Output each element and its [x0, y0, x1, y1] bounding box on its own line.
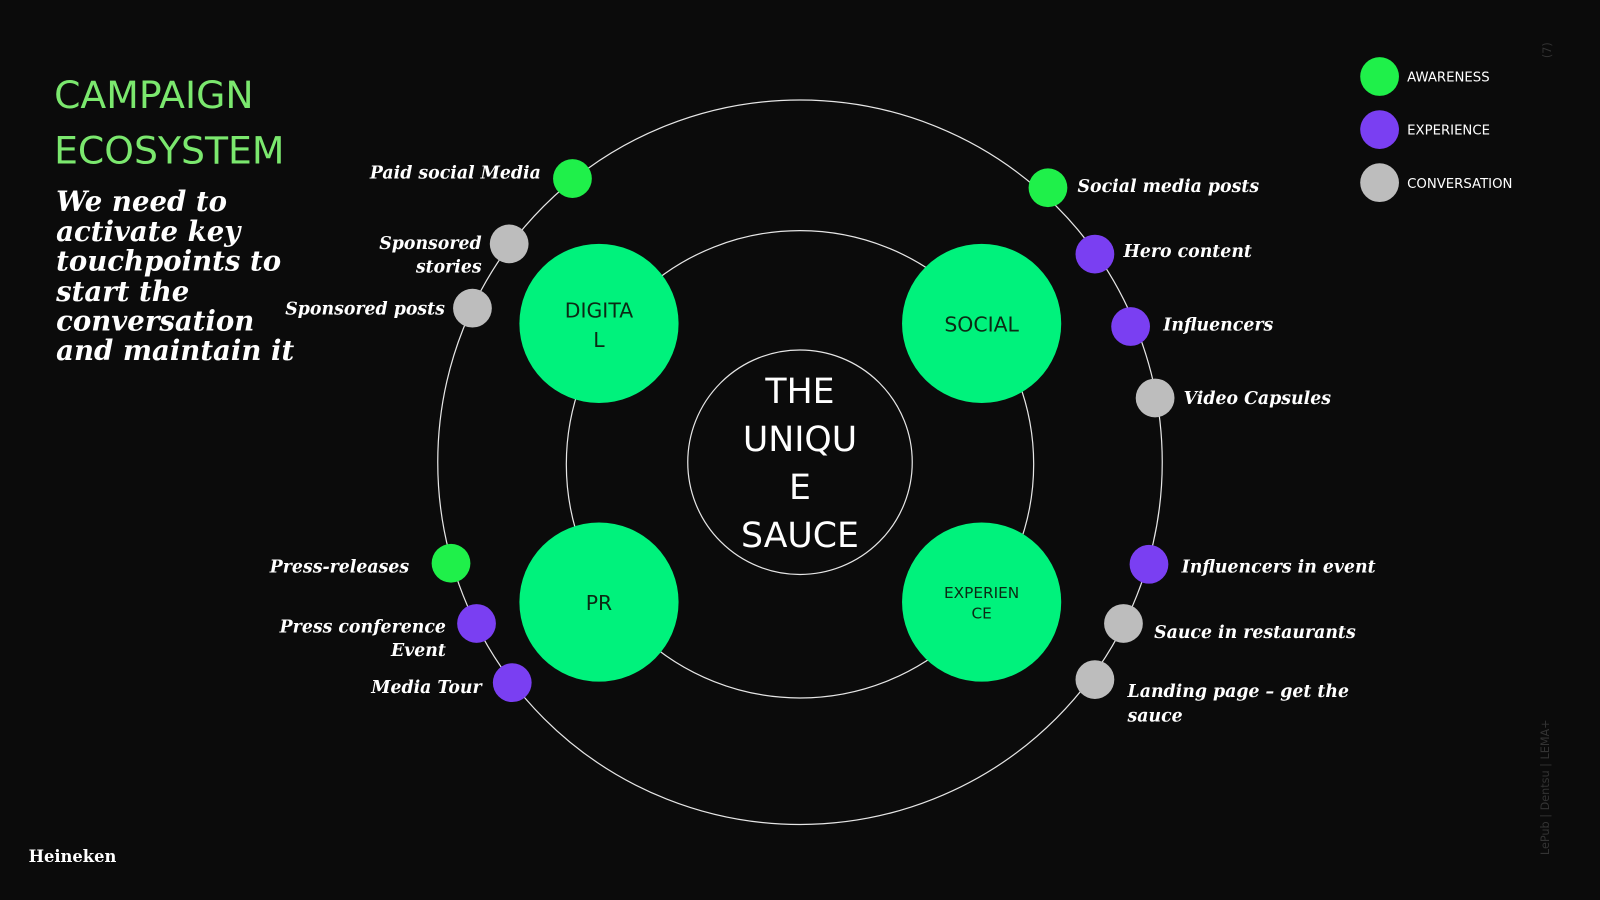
touchpoint-label: Influencers: [1162, 316, 1273, 336]
experience-dot: [1075, 234, 1115, 274]
center-line: E: [789, 468, 811, 508]
legend-experience-label: EXPERIENCE: [1407, 124, 1490, 139]
touchpoint-video-capsules: Video Capsules: [1135, 378, 1332, 418]
touchpoint-sponsored-stories: Sponsored stories: [379, 224, 529, 277]
touchpoint-label: Press conference: [279, 618, 446, 638]
touchpoint-paid-social: Paid social Media: [369, 159, 592, 198]
conversation-dot: [453, 288, 492, 328]
legend-awareness-label: AWARENESS: [1407, 71, 1489, 86]
hub-label: CE: [971, 604, 991, 622]
legend: AWARENESS EXPERIENCE CONVERSATION: [1360, 57, 1512, 203]
touchpoint-label: stories: [415, 257, 482, 277]
middle-orbit: [565, 229, 1035, 699]
conversation-dot: [1075, 660, 1115, 699]
center-line: THE: [764, 372, 834, 412]
touchpoint-label: Paid social Media: [369, 164, 541, 184]
title-line-2: ECOSYSTEM: [54, 128, 284, 172]
touchpoint-label: Event: [390, 641, 446, 661]
touchpoint-label: sauce: [1127, 706, 1183, 726]
touchpoint-sponsored-posts: Sponsored posts: [285, 288, 492, 328]
heineken-logo: Heineken: [29, 847, 117, 866]
touchpoint-label: Press-releases: [269, 557, 410, 577]
hub-pr: PR: [519, 522, 679, 682]
hub-label: L: [593, 328, 605, 352]
inner-circle: [687, 349, 913, 576]
touchpoint-press-releases: Press-releases: [269, 543, 471, 583]
touchpoint-sauce-restaurants: Sauce in restaurants: [1104, 604, 1356, 643]
subtitle-line: and maintain it: [56, 335, 294, 367]
hub-label: SOCIAL: [944, 313, 1019, 337]
hub-label: EXPERIEN: [944, 584, 1019, 602]
subtitle-line: We need to: [56, 186, 227, 218]
legend-conversation-dot: [1360, 163, 1399, 203]
legend-experience-dot: [1360, 110, 1399, 149]
touchpoint-label: Social media posts: [1078, 177, 1260, 197]
touchpoint-label: Media Tour: [370, 678, 483, 698]
subtitle-line: conversation: [56, 306, 254, 338]
touchpoint-influencers: Influencers: [1111, 307, 1273, 346]
center-line: UNIQU: [743, 420, 857, 460]
subtitle-line: start the: [55, 276, 189, 308]
hub-experience: EXPERIEN CE: [902, 522, 1062, 682]
touchpoint-label: Hero content: [1122, 242, 1251, 262]
page-number: (7): [1541, 42, 1554, 58]
legend-awareness-dot: [1360, 57, 1399, 96]
touchpoint-label: Sauce in restaurants: [1154, 623, 1356, 643]
center-line: SAUCE: [741, 516, 859, 556]
touchpoint-hero-content: Hero content: [1075, 234, 1252, 274]
awareness-dot: [431, 543, 471, 583]
agency-credits: LePub | Dentsu | LEMA+: [1539, 719, 1552, 855]
touchpoint-social-posts: Social media posts: [1028, 168, 1260, 208]
hub-social: SOCIAL: [902, 243, 1062, 404]
subtitle-line: activate key: [56, 216, 242, 248]
touchpoint-label: Sponsored: [379, 234, 481, 254]
touchpoint-label: Sponsored posts: [285, 299, 445, 319]
subtitle-line: touchpoints to: [56, 245, 281, 277]
touchpoint-label: Video Capsules: [1184, 389, 1332, 409]
conversation-dot: [1104, 604, 1143, 643]
experience-dot: [1129, 544, 1169, 584]
hub-digital: DIGITA L: [519, 243, 679, 404]
touchpoint-media-tour: Media Tour: [370, 663, 532, 703]
experience-dot: [492, 663, 532, 703]
awareness-dot: [553, 159, 592, 198]
conversation-dot: [489, 224, 529, 264]
touchpoint-label: Landing page – get the: [1127, 682, 1349, 702]
experience-dot: [1111, 307, 1150, 346]
title-line-1: CAMPAIGN: [54, 73, 254, 117]
outer-orbit: [437, 99, 1163, 826]
hub-label: PR: [586, 591, 612, 615]
legend-conversation-label: CONVERSATION: [1407, 177, 1512, 192]
awareness-dot: [1028, 168, 1068, 208]
subtitle: We need to activate key touchpoints to s…: [55, 186, 294, 367]
experience-dot: [457, 604, 496, 643]
hub-label: DIGITA: [565, 298, 633, 322]
touchpoint-landing-page: Landing page – get the sauce: [1075, 660, 1349, 726]
touchpoint-influencers-event: Influencers in event: [1129, 544, 1376, 584]
touchpoint-label: Influencers in event: [1181, 557, 1376, 577]
touchpoint-press-conference: Press conference Event: [279, 604, 496, 661]
conversation-dot: [1135, 378, 1175, 418]
center-label: THE UNIQU E SAUCE: [741, 372, 859, 556]
